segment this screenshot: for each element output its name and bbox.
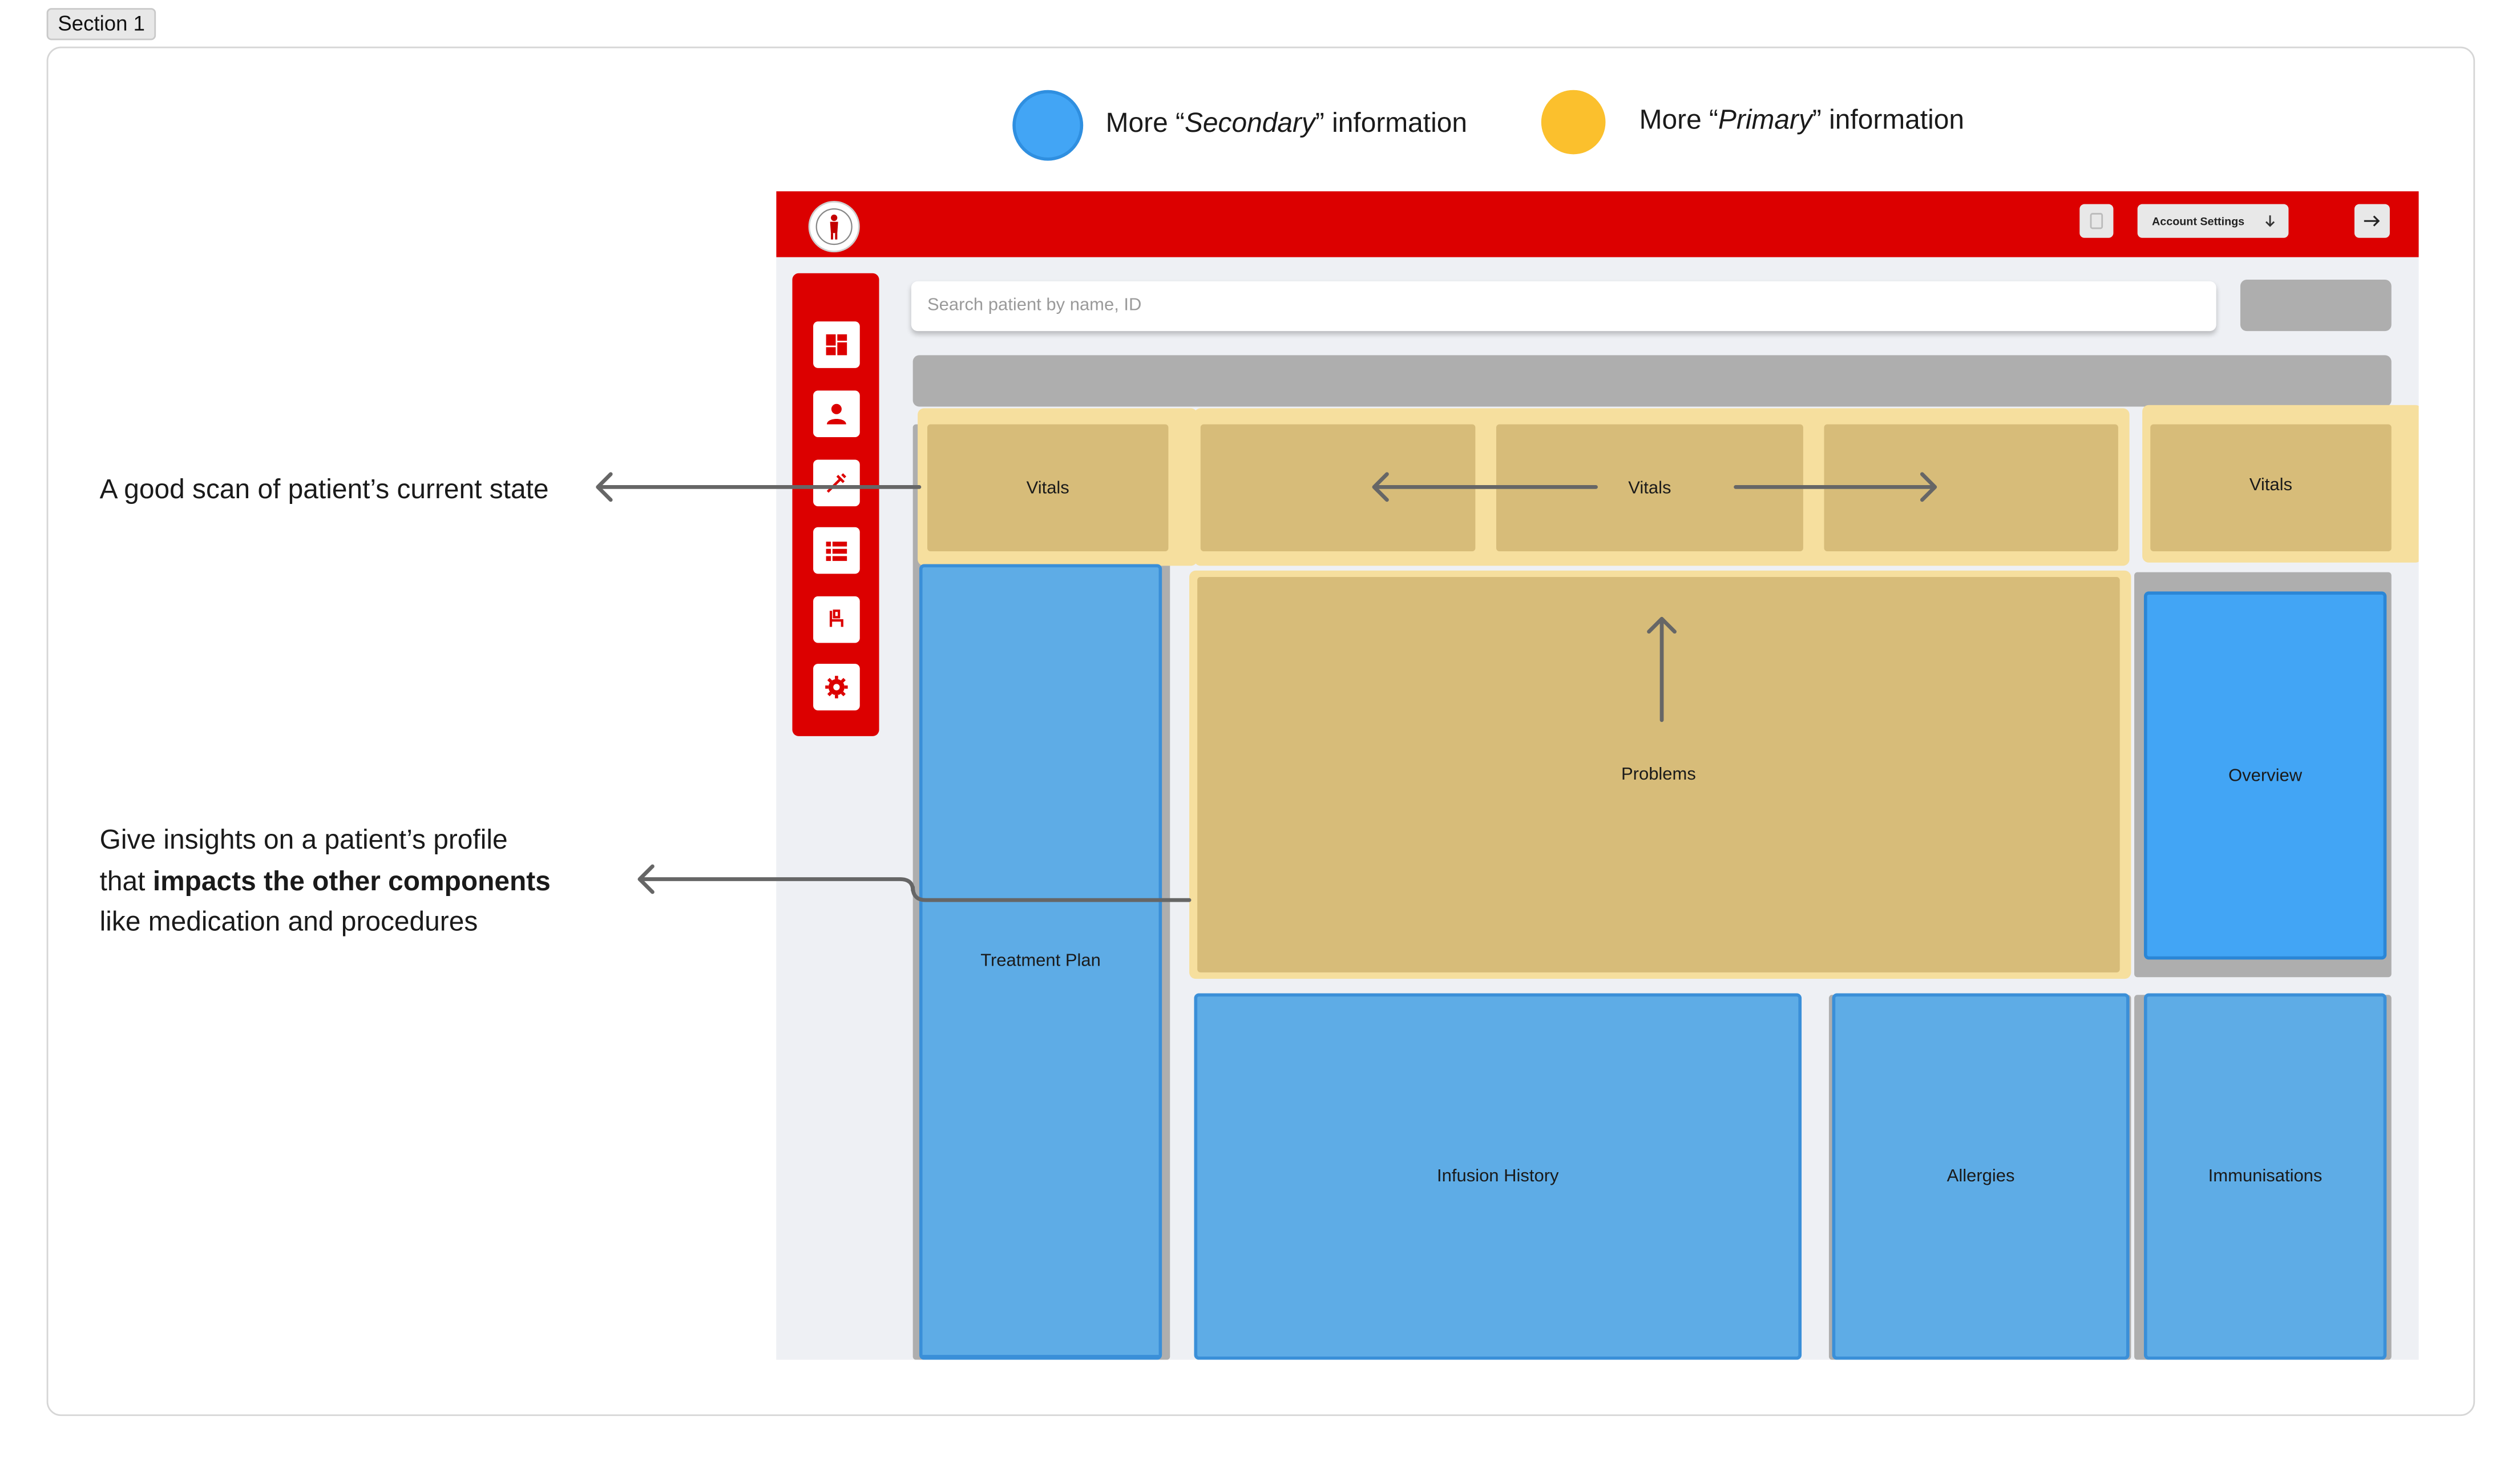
vitals-left-card[interactable]: Vitals [927,424,1169,551]
hospital-logo[interactable] [808,201,860,253]
syringe-icon [826,473,846,493]
overview-label: Overview [2228,765,2303,785]
secondary-legend-dot [1012,90,1084,161]
settings-icon [825,676,848,699]
vitals-right-card[interactable]: Vitals [2150,424,2392,551]
infusion-history-label: Infusion History [1437,1167,1559,1186]
dashboard-icon [826,334,847,356]
section-label: Section 1 [46,8,156,41]
sidebar-item-medication[interactable] [813,459,860,507]
arrow-right-icon [2364,215,2380,227]
sidebar [792,273,879,736]
bed-icon [829,610,843,627]
patient-icon [826,403,846,425]
top-bar: Account Settings [776,191,2419,257]
notifications-button[interactable] [2079,204,2114,238]
arrow-down-icon [2265,215,2275,227]
sidebar-item-procedures[interactable] [813,596,860,643]
primary-legend-label: More “Primary” information [1639,104,1965,135]
vitals-center-card-c[interactable] [1824,424,2118,551]
immunisations-card[interactable]: Immunisations [2143,993,2387,1360]
account-settings-label: Account Settings [2152,217,2245,228]
logout-button[interactable] [2354,204,2390,238]
vitals-center-card-b[interactable]: Vitals [1496,424,1803,551]
infusion-history-card[interactable]: Infusion History [1194,993,1802,1360]
insight-annotation: Give insights on a patient’s profile tha… [99,824,551,937]
problems-label: Problems [1621,765,1696,785]
allergies-card[interactable]: Allergies [1832,993,2130,1360]
vitals-right-label: Vitals [2249,475,2293,495]
treatment-plan-card[interactable]: Treatment Plan [919,564,1162,1360]
sidebar-item-patients[interactable] [813,390,860,438]
immunisations-label: Immunisations [2208,1167,2323,1186]
overview-card[interactable]: Overview [2143,591,2387,960]
app-mockup: Account Settings [776,191,2419,1360]
patient-banner-bar [912,355,2392,407]
vitals-annotation: A good scan of patient’s current state [99,474,549,505]
sidebar-item-records[interactable] [813,527,860,574]
account-settings-button[interactable]: Account Settings [2137,204,2289,238]
vitals-left-label: Vitals [1026,478,1069,498]
allergies-label: Allergies [1946,1167,2015,1186]
search-button[interactable] [2240,280,2392,332]
document-icon [2090,213,2103,229]
secondary-legend-label: More “Secondary” information [1105,107,1467,139]
vitals-center-label: Vitals [1628,478,1671,498]
vitals-center-card-a[interactable] [1200,424,1476,551]
primary-legend-dot [1541,90,1606,155]
logo-icon [815,208,853,245]
list-icon [826,542,847,561]
sidebar-item-settings[interactable] [813,664,860,711]
sidebar-item-dashboard[interactable] [813,321,860,368]
patient-search-input[interactable]: Search patient by name, ID [911,281,2216,332]
problems-card[interactable]: Problems [1197,577,2120,972]
treatment-plan-label: Treatment Plan [980,951,1101,971]
